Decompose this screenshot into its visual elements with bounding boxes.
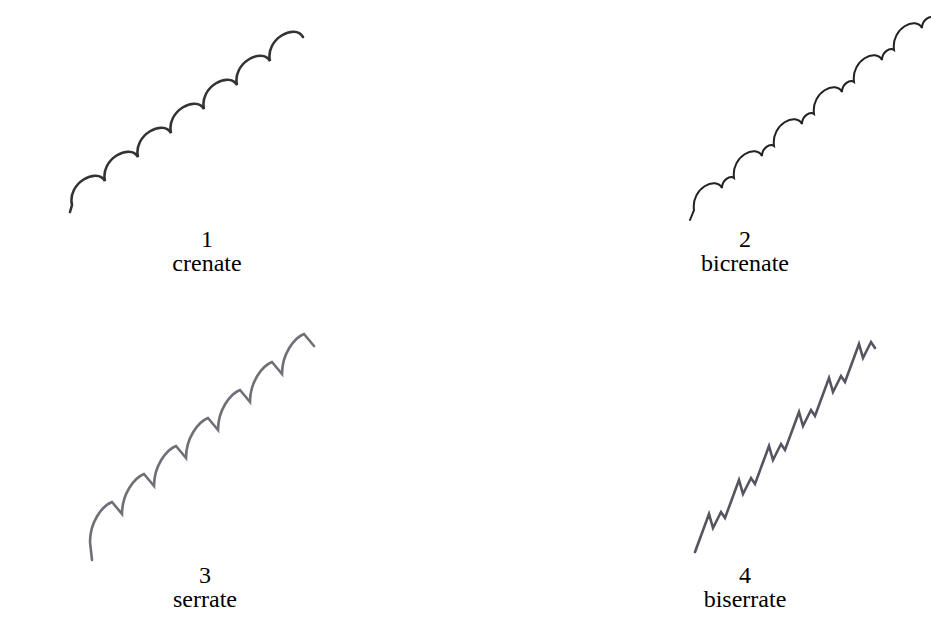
- margin-term: crenate: [172, 250, 241, 276]
- panel-number: 4: [739, 562, 751, 588]
- crenate-margin: [70, 32, 303, 212]
- bicrenate-margin: [690, 10, 931, 220]
- margin-term: bicrenate: [701, 250, 789, 276]
- panel-number: 2: [739, 226, 751, 252]
- margin-term: biserrate: [704, 586, 787, 612]
- panel-number: 3: [199, 562, 211, 588]
- biserrate-margin: [695, 342, 875, 552]
- serrate-margin: [90, 334, 314, 560]
- panel-number: 1: [201, 226, 213, 252]
- margin-term: serrate: [173, 586, 237, 612]
